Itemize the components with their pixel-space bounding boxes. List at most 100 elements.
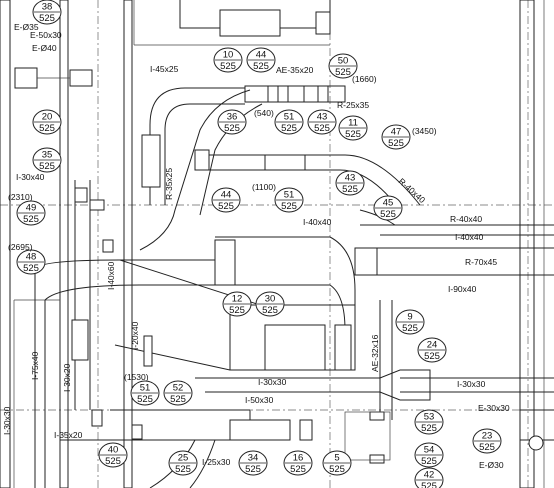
tag-number: 44 [256, 50, 267, 61]
duct-label: R-70x45 [465, 257, 497, 267]
duct-label: R-40x40 [397, 176, 428, 205]
duct-label: I-35x20 [54, 430, 83, 440]
tag-level: 525 [402, 323, 418, 334]
tag-number: 43 [317, 112, 328, 123]
duct-label: E-50x30 [30, 30, 62, 40]
tag-level: 525 [421, 481, 437, 488]
duct-label: I-30x30 [258, 377, 287, 387]
tag-level: 525 [335, 67, 351, 78]
tag-level: 525 [314, 123, 330, 134]
duct-label: (3450) [412, 126, 437, 136]
tag-level: 525 [220, 61, 236, 72]
duct-label: AE-32x16 [370, 334, 380, 372]
duct-label: I-30x30 [2, 406, 12, 435]
tag-level: 525 [39, 161, 55, 172]
tag-level: 525 [224, 123, 240, 134]
tag-number: 48 [26, 252, 37, 263]
duct-label: I-40x40 [303, 217, 332, 227]
tag-number: 5 [334, 453, 339, 464]
duct-label: I-20x40 [130, 321, 140, 350]
duct-label: R-25x35 [337, 100, 369, 110]
tag-number: 47 [391, 127, 402, 138]
duct-label: I-90x40 [448, 284, 477, 294]
tag-number: 11 [348, 118, 358, 129]
duct-label: I-45x25 [150, 64, 179, 74]
duct-label: (540) [254, 108, 274, 118]
tag-level: 525 [262, 305, 278, 316]
tag-level: 525 [421, 456, 437, 467]
tag-level: 525 [424, 351, 440, 362]
duct-label: E-Ø30 [479, 460, 504, 470]
tag-level: 525 [421, 423, 437, 434]
duct-label: I-75x40 [30, 351, 40, 380]
tag-number: 51 [140, 383, 151, 394]
tag-number: 44 [221, 190, 232, 201]
tag-number: 49 [26, 203, 37, 214]
tag-level: 525 [170, 394, 186, 405]
tag-level: 525 [281, 201, 297, 212]
duct-label: (1530) [124, 372, 149, 382]
tag-number: 30 [265, 294, 276, 305]
tag-level: 525 [380, 209, 396, 220]
tag-number: 23 [482, 431, 493, 442]
tag-number: 52 [173, 383, 184, 394]
tag-number: 45 [383, 198, 394, 209]
tag-level: 525 [479, 442, 495, 453]
tag-number: 38 [42, 2, 53, 13]
tag-number: 54 [424, 445, 435, 456]
tag-level: 525 [229, 305, 245, 316]
tag-level: 525 [388, 138, 404, 149]
tag-number: 20 [42, 112, 53, 123]
tag-level: 525 [218, 201, 234, 212]
tag-level: 525 [342, 184, 358, 195]
tag-level: 525 [39, 123, 55, 134]
tag-level: 525 [329, 464, 345, 475]
tag-number: 43 [345, 173, 356, 184]
tag-number: 34 [248, 453, 259, 464]
tag-level: 525 [290, 464, 306, 475]
tag-number: 9 [407, 312, 412, 323]
tag-level: 525 [39, 13, 55, 24]
duct-label: I-40x40 [455, 232, 484, 242]
tag-number: 35 [42, 150, 53, 161]
tag-level: 525 [105, 456, 121, 467]
duct-label: AE-35x20 [276, 65, 314, 75]
tag-number: 10 [223, 50, 234, 61]
duct-label: (2310) [8, 192, 33, 202]
tag-number: 40 [108, 445, 119, 456]
tag-level: 525 [245, 464, 261, 475]
tag-level: 525 [281, 123, 297, 134]
tag-number: 16 [293, 453, 304, 464]
tag-number: 36 [227, 112, 238, 123]
